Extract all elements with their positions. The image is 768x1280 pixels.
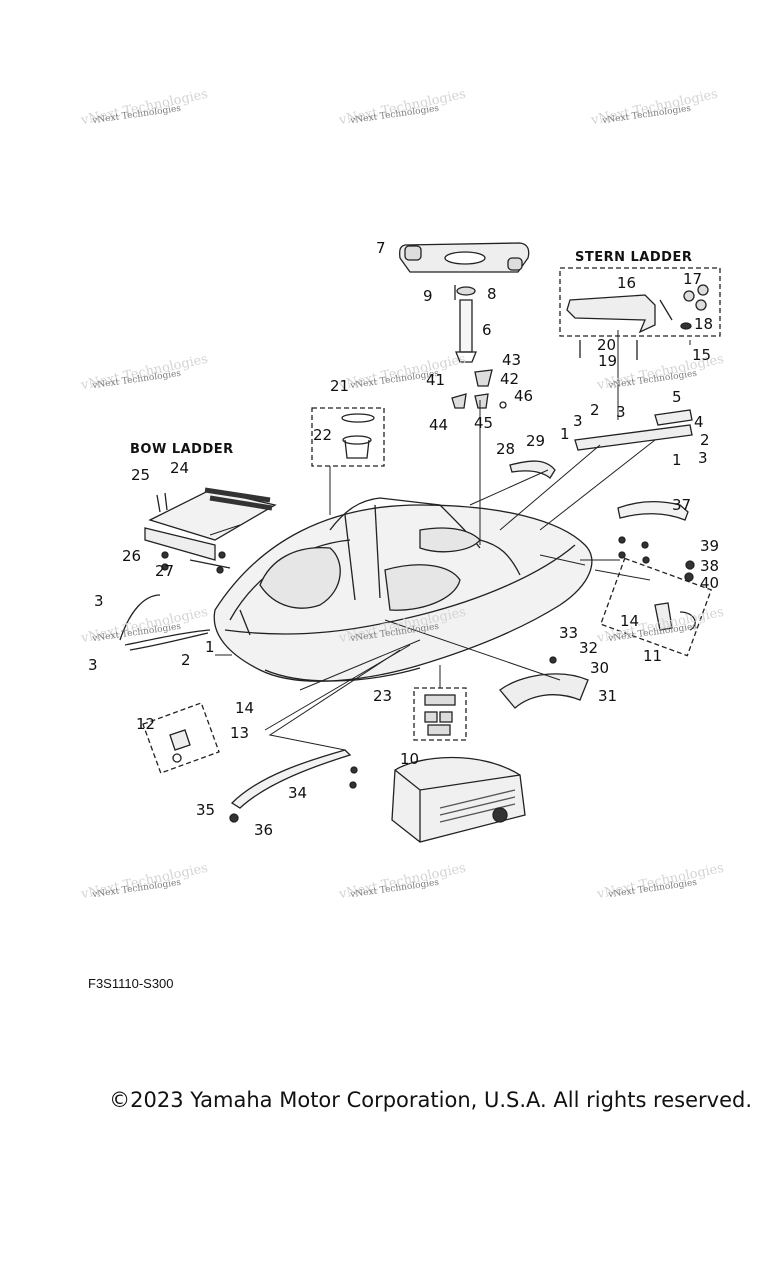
- stern-ladder: [566, 284, 709, 360]
- callout-label: 3: [88, 656, 98, 674]
- callout-label: 12: [136, 715, 156, 733]
- callout-label: 14: [235, 699, 255, 717]
- callout-label: 6: [482, 321, 492, 339]
- callout-label: 32: [579, 639, 599, 657]
- callout-label: 5: [672, 388, 682, 406]
- fasteners: [161, 536, 695, 823]
- callout-label: 41: [426, 371, 446, 389]
- stern-rail: [574, 409, 693, 451]
- stern-ladder-title: STERN LADDER: [575, 250, 693, 265]
- callout-label: 2: [700, 431, 710, 449]
- callout-label: 19: [598, 352, 618, 370]
- callout-label: 40: [700, 574, 720, 592]
- callout-label: 10: [400, 750, 420, 768]
- callout-label: 21: [330, 377, 350, 395]
- callout-label: 33: [559, 624, 579, 642]
- callout-label: 11: [643, 647, 663, 665]
- cup-holder-box: [311, 407, 385, 467]
- callout-label: 22: [313, 426, 333, 444]
- callout-label: 30: [590, 659, 610, 677]
- callout-label: 34: [288, 784, 308, 802]
- callout-label: 1: [560, 425, 570, 443]
- callout-label: 25: [131, 466, 151, 484]
- table-base-parts: [451, 369, 507, 409]
- cleat-box-left: [142, 702, 220, 774]
- bow-rail: [119, 594, 211, 651]
- callout-label: 4: [694, 413, 704, 431]
- cup-holder: [341, 413, 375, 459]
- callout-label: 31: [598, 687, 618, 705]
- rear-rail: [617, 500, 689, 521]
- callout-label: 3: [573, 412, 583, 430]
- callout-label: 1: [205, 638, 215, 656]
- table-pedestal: [454, 285, 477, 363]
- callout-label: 46: [514, 387, 534, 405]
- callout-label: 35: [196, 801, 216, 819]
- cleats: [169, 602, 696, 763]
- callout-label: 3: [698, 449, 708, 467]
- latches: [424, 694, 456, 736]
- callout-label: 17: [683, 270, 703, 288]
- copyright-notice: ©2023 Yamaha Motor Corporation, U.S.A. A…: [109, 1088, 752, 1112]
- callout-label: 38: [700, 557, 720, 575]
- callout-label: 2: [181, 651, 191, 669]
- callout-label: 39: [700, 537, 720, 555]
- bow-ladder: [144, 487, 277, 569]
- callout-label: 2: [590, 401, 600, 419]
- cooler: [391, 756, 526, 843]
- callout-label: 42: [500, 370, 520, 388]
- callout-label: 1: [672, 451, 682, 469]
- callout-label: 15: [692, 346, 712, 364]
- callout-label: 8: [487, 285, 497, 303]
- callout-label: 28: [496, 440, 516, 458]
- callout-label: 23: [373, 687, 393, 705]
- callout-label: 7: [376, 239, 386, 257]
- cleat-box-right: [599, 557, 713, 657]
- callout-label: 37: [672, 496, 692, 514]
- callout-label: 27: [155, 562, 175, 580]
- callout-label: 36: [254, 821, 274, 839]
- callout-label: 13: [230, 724, 250, 742]
- stern-ladder-box: [559, 267, 721, 337]
- figure-code: F3S1110-S300: [88, 976, 174, 991]
- callout-label: 29: [526, 432, 546, 450]
- callout-label: 3: [616, 403, 626, 421]
- callout-label: 9: [423, 287, 433, 305]
- boat-hull: [213, 497, 593, 682]
- callout-label: 20: [597, 336, 617, 354]
- side-rail: [230, 749, 352, 809]
- callout-label: 14: [620, 612, 640, 630]
- callout-label: 24: [170, 459, 190, 477]
- bow-ladder-title: BOW LADDER: [130, 442, 234, 457]
- callout-label: 3: [94, 592, 104, 610]
- callout-label: 44: [429, 416, 449, 434]
- table-top: [399, 242, 530, 273]
- callout-label: 18: [694, 315, 714, 333]
- callout-label: 26: [122, 547, 142, 565]
- leader-lines: [209, 330, 691, 751]
- callout-label: 43: [502, 351, 522, 369]
- grab-handle: [499, 673, 589, 709]
- rope-holder: [509, 460, 556, 479]
- callout-label: 45: [474, 414, 494, 432]
- callout-label: 16: [617, 274, 637, 292]
